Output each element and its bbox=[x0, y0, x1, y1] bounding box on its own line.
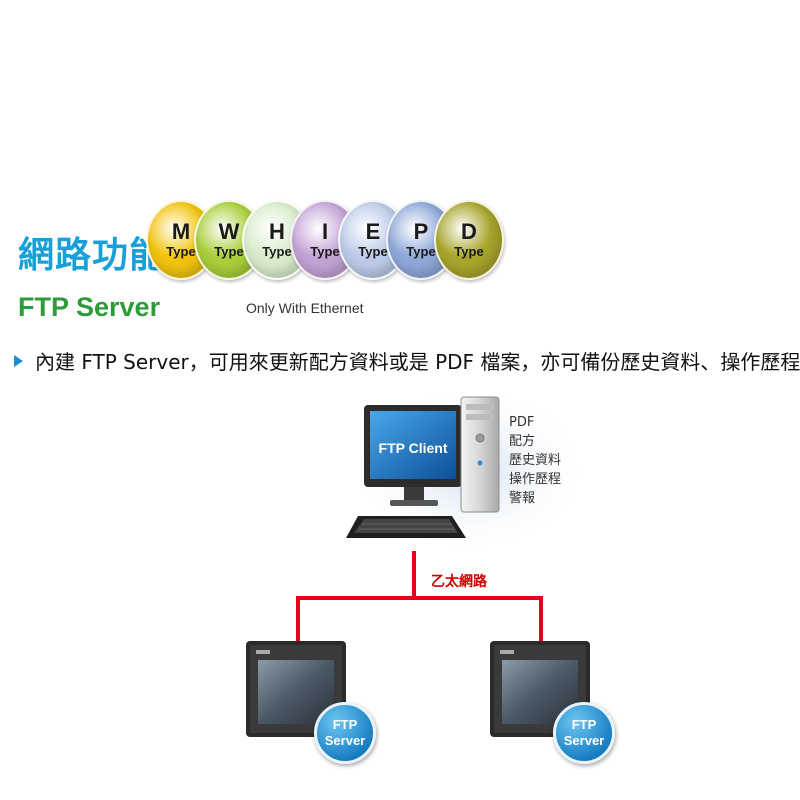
pc-tower-icon bbox=[461, 397, 499, 512]
ftp-server-line2: Server bbox=[325, 733, 365, 749]
ftp-server-line1: FTP bbox=[333, 717, 358, 733]
file-item-pdf: PDF bbox=[509, 413, 561, 432]
file-item-alarm: 警報 bbox=[509, 489, 561, 508]
file-list: PDF 配方 歷史資料 操作歷程 警報 bbox=[509, 413, 561, 508]
file-item-operation-log: 操作歷程 bbox=[509, 470, 561, 489]
ftp-client-label: FTP Client bbox=[372, 440, 454, 456]
ftp-server-badge-left: FTP Server bbox=[314, 702, 376, 764]
ftp-server-line2: Server bbox=[564, 733, 604, 749]
ftp-server-line1: FTP bbox=[572, 717, 597, 733]
ethernet-lines bbox=[298, 551, 541, 642]
ethernet-label: 乙太網路 bbox=[431, 571, 487, 591]
file-item-history: 歷史資料 bbox=[509, 451, 561, 470]
keyboard-icon bbox=[346, 516, 466, 538]
file-item-recipe: 配方 bbox=[509, 432, 561, 451]
ftp-server-badge-right: FTP Server bbox=[553, 702, 615, 764]
